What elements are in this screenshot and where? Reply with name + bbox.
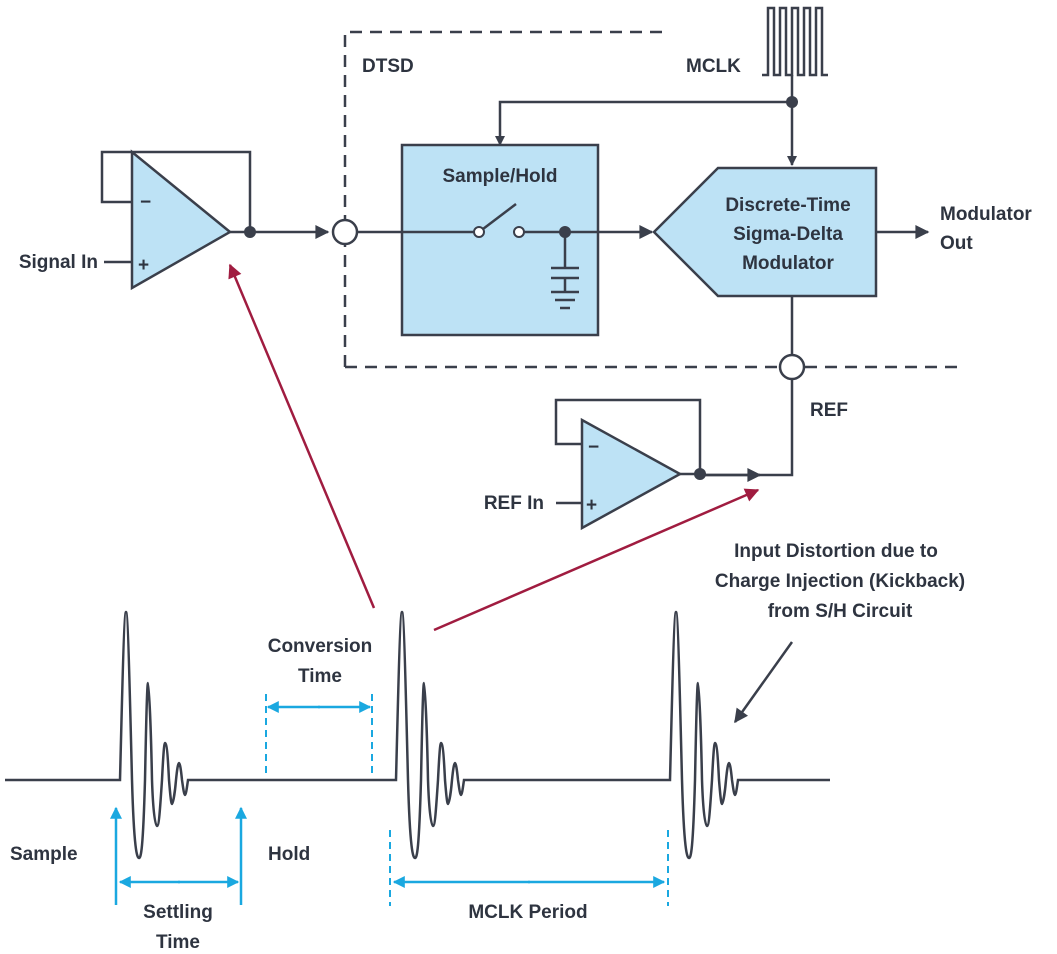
ref-connection-line	[700, 379, 794, 477]
kickback-arrow-to-signal-buffer	[228, 263, 376, 609]
signal-in-label: Signal In	[19, 252, 98, 273]
distortion-label-line2: Charge Injection (Kickback)	[715, 571, 965, 592]
signal-opamp-plus: +	[138, 255, 149, 276]
ref-opamp-minus: −	[588, 437, 599, 458]
mclk-period-label: MCLK Period	[468, 902, 587, 923]
signal-buffer-opamp	[130, 149, 233, 291]
distortion-label-line1: Input Distortion due to	[734, 541, 938, 562]
settling-time-label-line2: Time	[156, 932, 200, 953]
distortion-pointer-arrow	[733, 641, 794, 724]
ref-label: REF	[810, 400, 848, 421]
dtsd-label: DTSD	[362, 56, 414, 77]
sample-hold-label: Sample/Hold	[442, 166, 557, 187]
kickback-waveform	[5, 610, 830, 860]
ref-pin	[778, 353, 806, 381]
switch-right-contact	[513, 226, 525, 238]
kickback-arrow-to-ref-buffer	[433, 488, 760, 632]
ref-output-dot	[694, 468, 706, 480]
sample-label: Sample	[10, 844, 78, 865]
mclk-clock-icon	[762, 6, 828, 77]
ref-buffer-opamp	[580, 417, 683, 531]
mclk-label: MCLK	[686, 56, 741, 77]
conversion-time-label-line1: Conversion	[268, 636, 373, 657]
modulator-label-line2: Sigma-Delta	[733, 224, 843, 245]
signal-feedback-line	[100, 150, 252, 232]
ref-in-label: REF In	[484, 493, 544, 514]
signal-opamp-minus: −	[140, 192, 151, 213]
dtsd-boundary	[343, 30, 965, 369]
modulator-out-label-line1: Modulator	[940, 204, 1032, 225]
settling-time-label-line1: Settling	[143, 902, 213, 923]
input-pin	[331, 218, 359, 246]
modulator-label-line3: Modulator	[742, 253, 834, 274]
hold-label: Hold	[268, 844, 310, 865]
modulator-label-line1: Discrete-Time	[725, 195, 850, 216]
ref-opamp-plus: +	[586, 495, 597, 516]
switch-left-contact	[473, 226, 485, 238]
modulator-out-label-line2: Out	[940, 233, 973, 254]
switch-lever	[482, 203, 517, 230]
distortion-label-line3: from S/H Circuit	[768, 601, 913, 622]
mclk-to-sample-hold-arrow	[495, 100, 792, 146]
ref-feedback-line	[554, 398, 702, 474]
conversion-time-label-line2: Time	[298, 666, 342, 687]
